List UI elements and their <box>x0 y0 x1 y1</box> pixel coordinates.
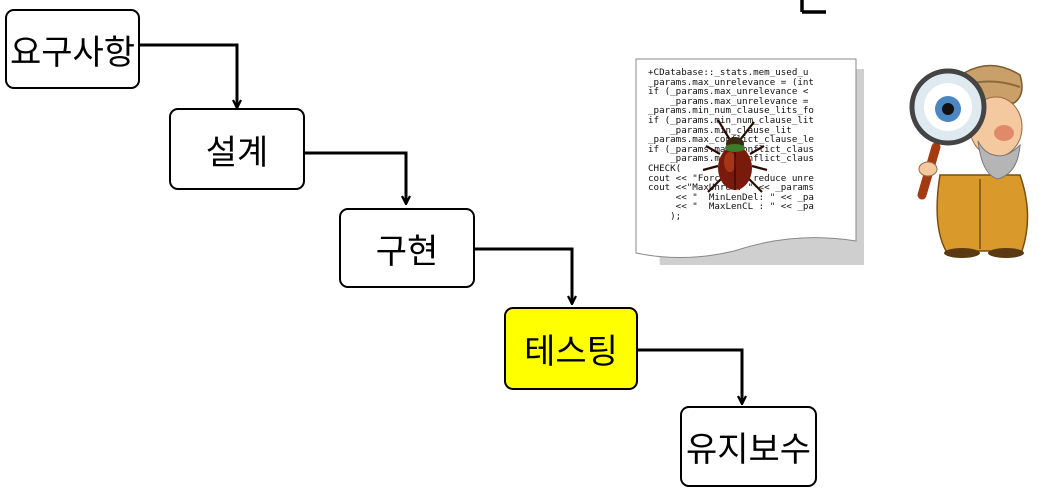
arrow-implementation-to-testing <box>475 247 572 304</box>
stage-implementation: 구현 <box>339 208 475 288</box>
detective-magnifier-icon <box>909 64 1029 258</box>
arrow-testing-to-maintenance <box>638 348 742 404</box>
bug-icon <box>702 119 768 193</box>
arrow-design-to-implementation <box>305 151 406 204</box>
stage-maintenance: 유지보수 <box>680 406 817 487</box>
stage-requirements: 요구사항 <box>5 9 140 89</box>
stage-design: 설계 <box>169 108 305 190</box>
cut-off-title-fragment <box>800 0 826 14</box>
stage-testing: 테스팅 <box>504 307 638 390</box>
arrow-requirements-to-design <box>139 43 237 108</box>
